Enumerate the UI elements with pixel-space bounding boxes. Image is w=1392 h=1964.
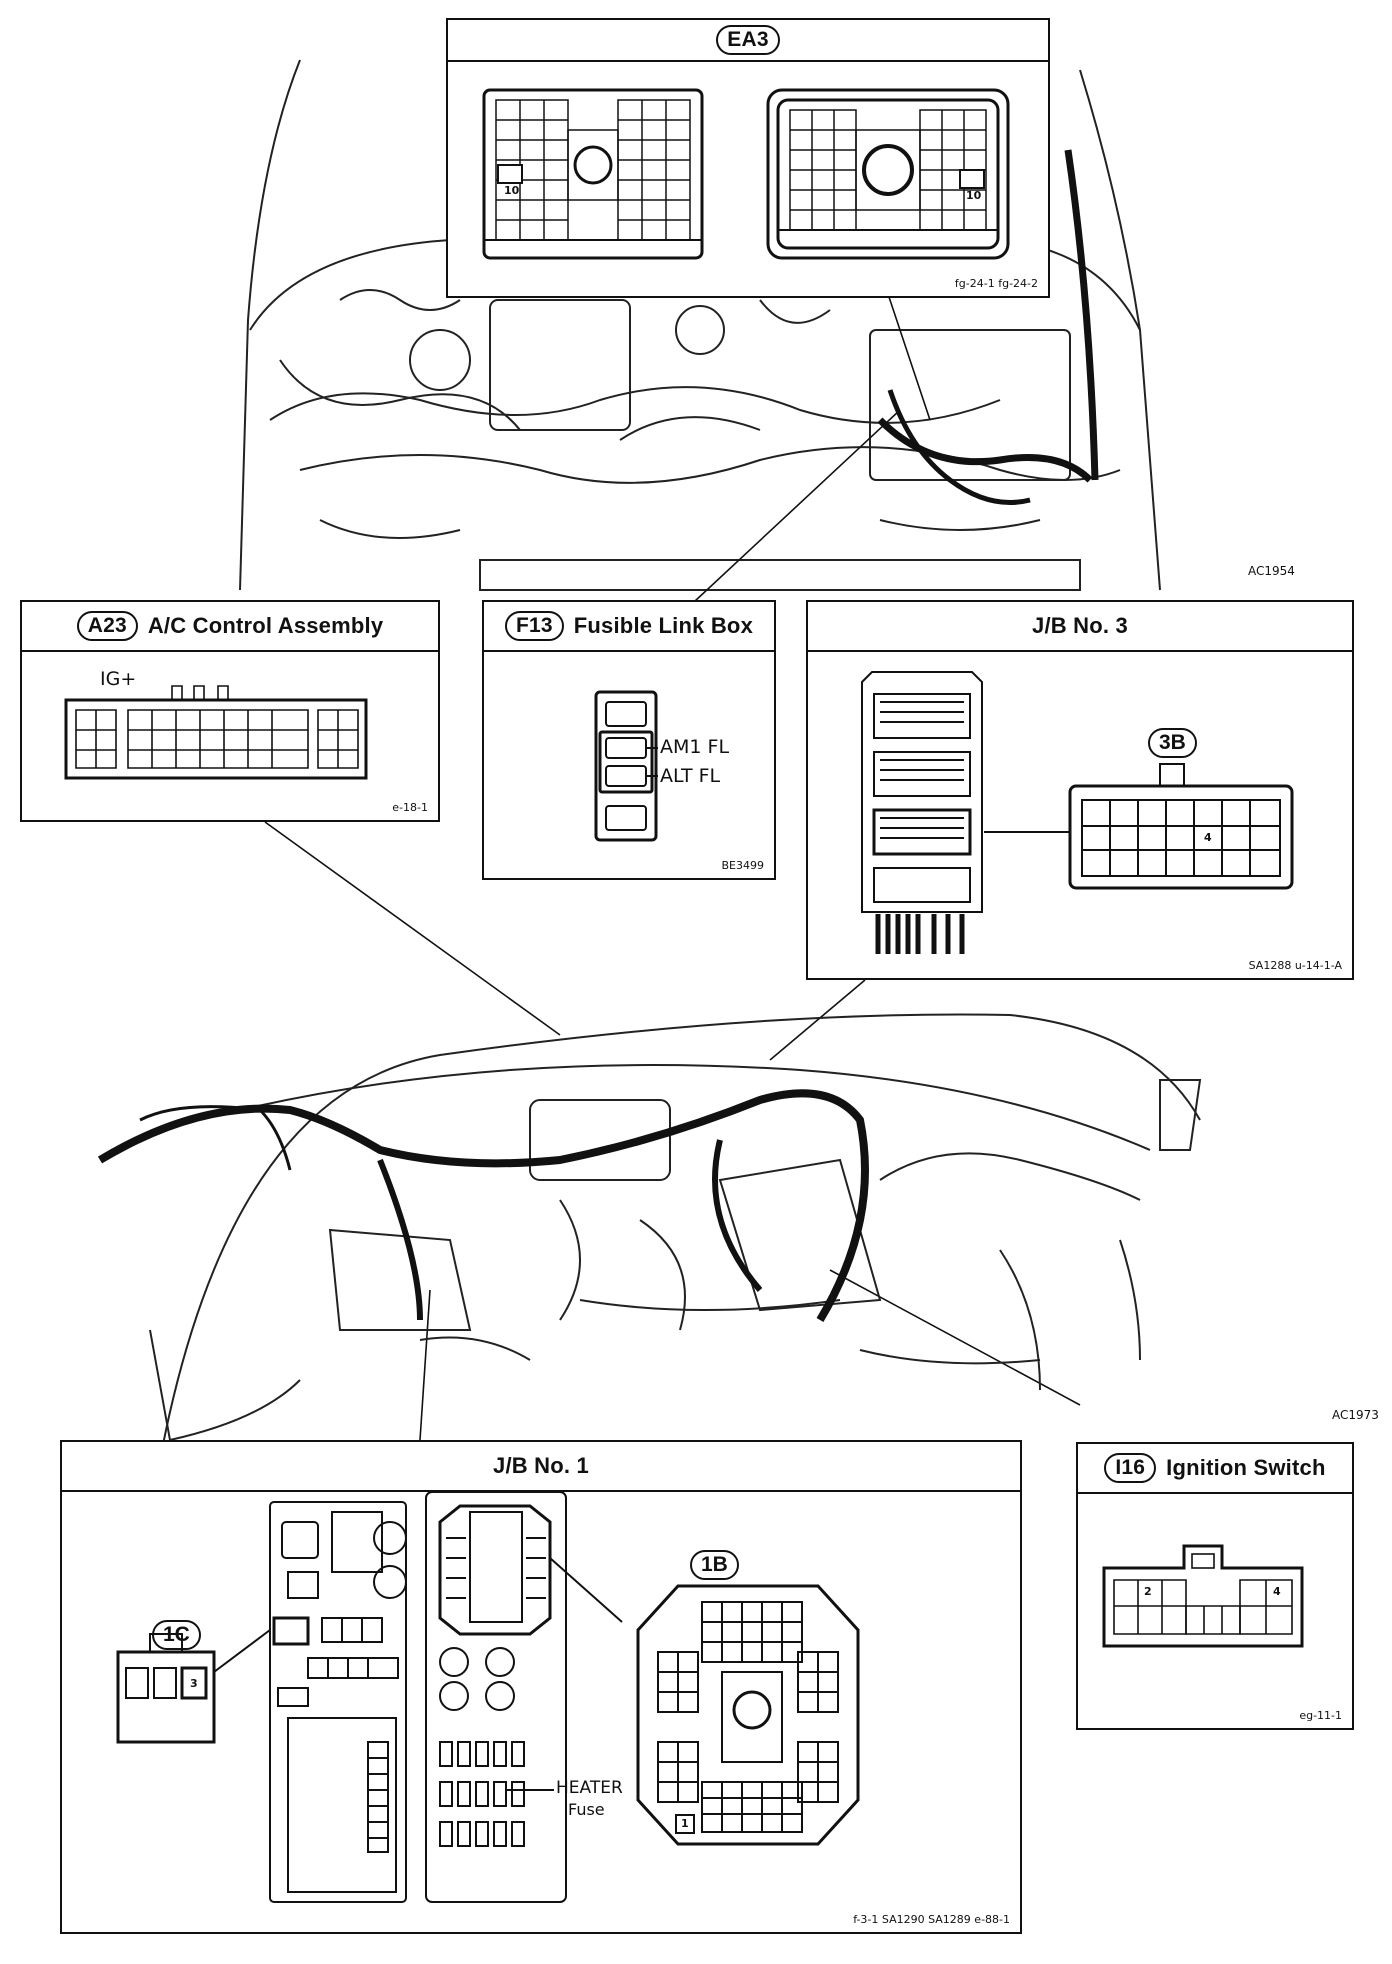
ea3-pin-label-right: 10: [966, 189, 982, 202]
jb1-ref-code: f-3-1 SA1290 SA1289 e-88-1: [853, 1913, 1010, 1926]
jb1-heater-label: HEATER: [556, 1778, 623, 1798]
f13-ref-code: BE3499: [721, 859, 765, 872]
f13-fusible-link-box: F13 Fusible Link Box AM1 FL ALT FL BE349…: [482, 600, 776, 880]
jb3-junction-block-box: J/B No. 3 3B 4 SA1288 u-14-1-A: [806, 600, 1354, 980]
a23-header: A23 A/C Control Assembly: [22, 602, 438, 652]
ea3-code-badge: EA3: [716, 25, 780, 55]
i16-pin-label-2: 2: [1144, 1585, 1152, 1598]
dash-illustration-code: AC1973: [1332, 1408, 1379, 1422]
jb3-connector-badge-wrap: 3B: [1148, 728, 1197, 758]
ea3-pin-label-left: 10: [504, 184, 520, 197]
jb1-junction-block-box: J/B No. 1: [60, 1440, 1022, 1934]
jb1-1c-pin-label: 3: [190, 1677, 198, 1690]
f13-am1-label: AM1 FL: [660, 736, 730, 758]
ea3-connectors-drawing: [482, 88, 1010, 260]
jb1-1c-badge: 1C: [152, 1620, 201, 1650]
jb3-title: J/B No. 3: [1032, 613, 1128, 638]
jb1-1b-badge: 1B: [690, 1550, 739, 1580]
a23-ref-code: e-18-1: [392, 801, 428, 814]
i16-title: Ignition Switch: [1166, 1455, 1326, 1480]
f13-title: Fusible Link Box: [573, 613, 754, 638]
jb3-ref-code: SA1288 u-14-1-A: [1248, 959, 1342, 972]
a23-connector-drawing: [64, 685, 368, 780]
jb1-1b-badge-wrap: 1B: [690, 1550, 739, 1580]
jb1-title: J/B No. 1: [493, 1453, 589, 1478]
f13-links-drawing: [594, 690, 658, 842]
engine-illustration-code: AC1954: [1248, 564, 1295, 578]
jb1-drawing: [116, 1491, 860, 1903]
ea3-connector-box: EA3 10 10 fg-24-1 fg-24-2: [446, 18, 1050, 298]
jb1-1b-pin-label: 1: [681, 1817, 689, 1830]
jb1-fuse-label: Fuse: [568, 1800, 605, 1819]
a23-title: A/C Control Assembly: [147, 613, 384, 638]
a23-connector-box: A23 A/C Control Assembly IG+ e-18-1: [20, 600, 440, 822]
a23-terminal-label: IG+: [100, 668, 137, 690]
i16-ignition-switch-box: I16 Ignition Switch 2 4 eg-11-1: [1076, 1442, 1354, 1730]
jb3-connector-badge: 3B: [1148, 728, 1197, 758]
jb3-pin-label: 4: [1204, 831, 1212, 844]
ea3-ref-code: fg-24-1 fg-24-2: [954, 277, 1038, 290]
i16-header: I16 Ignition Switch: [1078, 1444, 1352, 1494]
jb1-1c-badge-wrap: 1C: [152, 1620, 201, 1650]
i16-pin-label-4: 4: [1273, 1585, 1281, 1598]
i16-ref-code: eg-11-1: [1299, 1709, 1342, 1722]
a23-code-badge: A23: [76, 611, 138, 641]
jb3-header: J/B No. 3: [808, 602, 1352, 652]
f13-header: F13 Fusible Link Box: [484, 602, 774, 652]
i16-connector-drawing: [1102, 1544, 1304, 1648]
jb3-drawing: [861, 671, 1294, 954]
i16-code-badge: I16: [1104, 1453, 1157, 1483]
ea3-header: EA3: [448, 20, 1048, 62]
f13-alt-label: ALT FL: [660, 765, 721, 787]
f13-code-badge: F13: [504, 611, 564, 641]
